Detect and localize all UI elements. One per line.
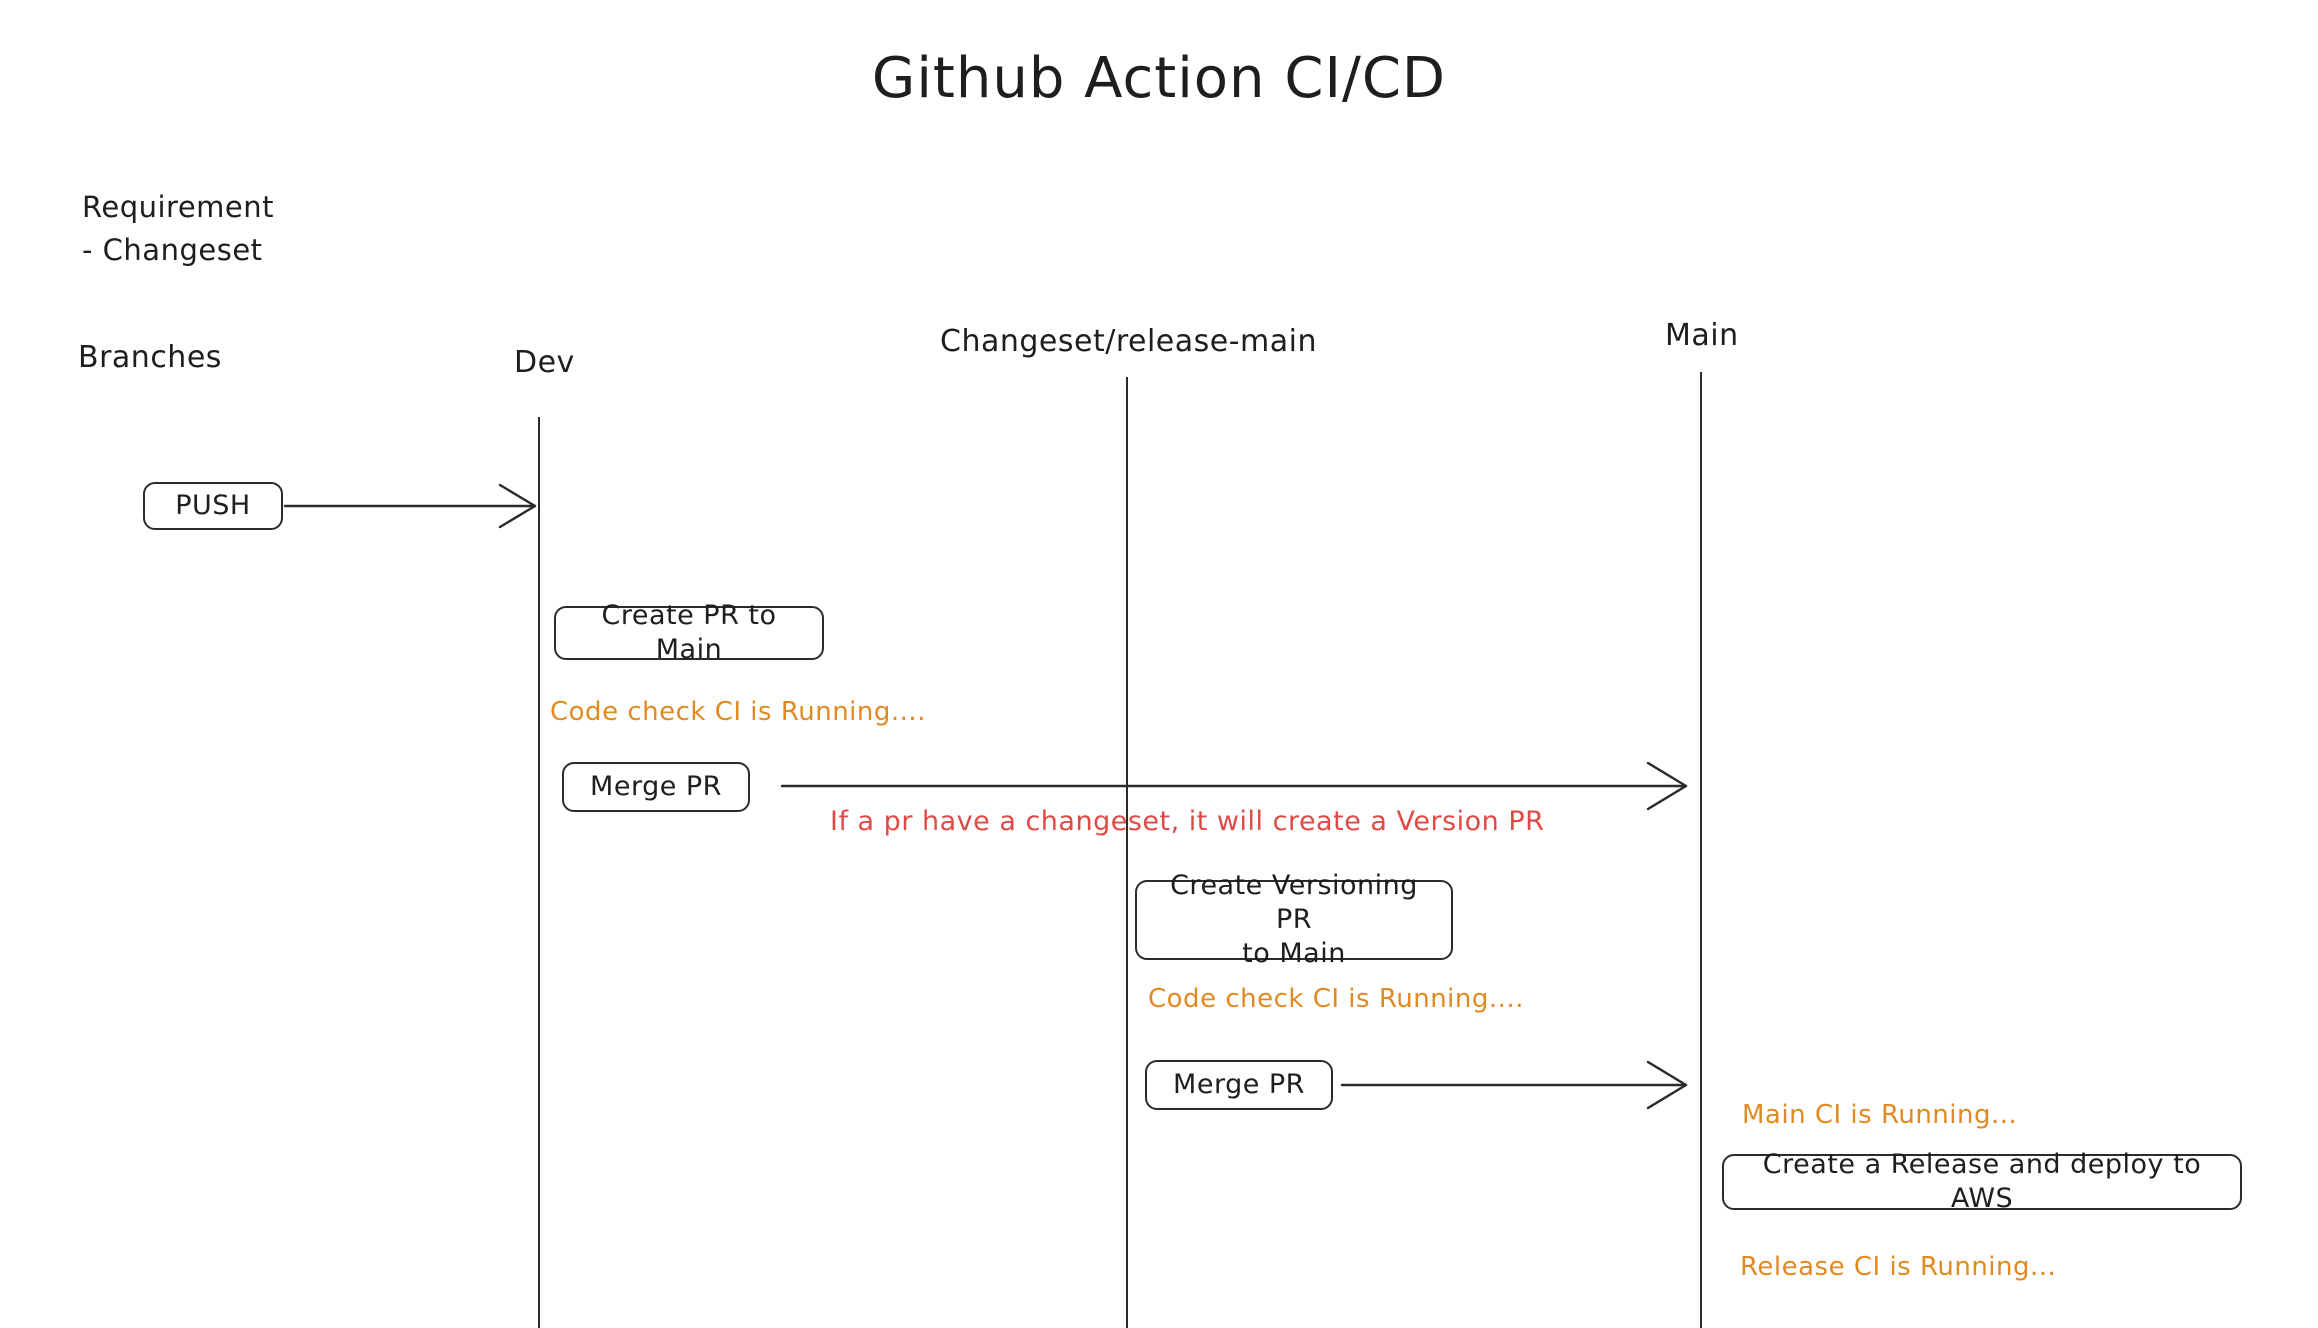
- lifeline-dev: [538, 417, 540, 1328]
- annotation-main-ci-running: Main CI is Running...: [1742, 1100, 2018, 1130]
- lifeline-changeset-release-main: [1126, 377, 1128, 1328]
- node-merge-pr-dev[interactable]: Merge PR: [562, 762, 750, 812]
- requirement-item-changeset: - Changeset: [82, 233, 263, 267]
- lane-label-changeset-release-main: Changeset/release-main: [940, 324, 1317, 359]
- node-push[interactable]: PUSH: [143, 482, 283, 530]
- branches-row-label: Branches: [78, 340, 222, 375]
- annotation-changeset-version-pr-note: If a pr have a changeset, it will create…: [830, 806, 1545, 837]
- annotation-release-ci-running: Release CI is Running...: [1740, 1252, 2057, 1282]
- arrow-push-to-dev: [283, 483, 537, 529]
- node-create-release-deploy-aws[interactable]: Create a Release and deploy to AWS: [1722, 1149, 2242, 1214]
- lane-label-dev: Dev: [514, 345, 575, 380]
- arrow-merge-pr-changeset-to-main: [1340, 1060, 1688, 1110]
- node-create-pr-to-main[interactable]: Create PR to Main: [554, 600, 824, 665]
- annotation-code-check-ci-dev: Code check CI is Running....: [550, 697, 926, 727]
- annotation-code-check-ci-changeset: Code check CI is Running....: [1148, 984, 1524, 1014]
- requirement-block: Requirement - Changeset: [82, 186, 274, 272]
- node-merge-pr-changeset[interactable]: Merge PR: [1145, 1060, 1333, 1110]
- node-create-versioning-pr-to-main[interactable]: Create Versioning PR to Main: [1135, 870, 1453, 969]
- requirement-heading: Requirement: [82, 190, 275, 224]
- page-title: Github Action CI/CD: [871, 46, 1447, 111]
- arrow-merge-pr-dev-to-main: [780, 761, 1688, 811]
- lane-label-main: Main: [1665, 318, 1739, 353]
- lifeline-main: [1700, 372, 1702, 1328]
